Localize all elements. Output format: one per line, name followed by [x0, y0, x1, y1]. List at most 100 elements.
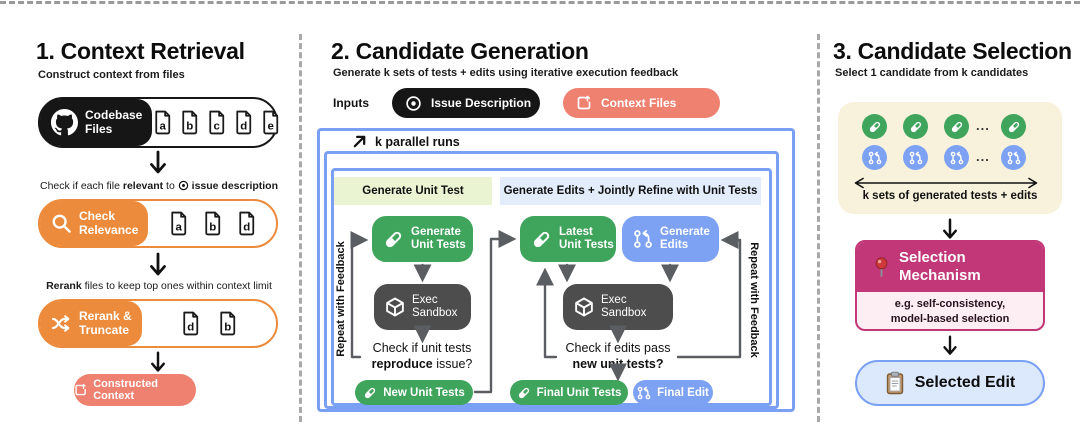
relevance-label-line1: Check	[79, 209, 116, 224]
new-unit-tests-pill: New Unit Tests	[355, 380, 473, 405]
file-letter: d	[187, 321, 194, 333]
test-tube-icon	[533, 231, 550, 247]
context-files-label: Context Files	[601, 96, 677, 110]
panel3-subtitle: Select 1 candidate from k candidates	[835, 67, 1029, 79]
file-letter: e	[268, 120, 274, 132]
file-icon: b	[220, 311, 235, 336]
rerank-label-line1: Rerank &	[79, 309, 132, 324]
file-icon: b	[182, 110, 198, 135]
down-arrow-icon	[151, 351, 165, 372]
reranked-files-list: d b	[142, 301, 276, 346]
panel1-subtitle: Construct context from files	[38, 69, 185, 81]
github-icon	[51, 109, 78, 136]
git-edit-icon	[868, 151, 881, 164]
file-icon: a	[155, 110, 171, 135]
relevant-files-list: a b d	[148, 201, 276, 246]
test-tube-icon	[385, 231, 402, 247]
file-icon: a	[171, 211, 186, 236]
file-icon: d	[236, 110, 252, 135]
git-edit-icon	[634, 230, 652, 248]
selection-example-line2: model-based selection	[890, 313, 1010, 326]
sandbox-cube-icon	[575, 297, 593, 317]
test-tube-icon	[365, 387, 376, 398]
generate-edits-line1: Generate	[660, 225, 710, 238]
top-dashed-border	[0, 1, 1080, 4]
caption-check-relevance: Check if each file relevant to issue des…	[26, 180, 292, 192]
file-letter: b	[224, 321, 231, 333]
k-sets-label: k sets of generated tests + edits	[862, 190, 1038, 202]
test-candidate-icon	[1001, 114, 1026, 139]
edit-candidate-icon	[944, 145, 969, 170]
test-tube-icon	[518, 387, 529, 398]
down-arrow-icon	[943, 335, 957, 355]
panel-divider-1	[299, 34, 302, 422]
exec-sandbox-line1: Exec	[601, 293, 627, 306]
final-edit-pill: Final Edit	[633, 380, 713, 405]
constructed-context-label: Constructed Context	[93, 378, 159, 402]
selection-line1: Selection	[899, 249, 966, 266]
panel3-title: 3. Candidate Selection	[833, 38, 1072, 64]
rerank-truncate-label: Rerank &Truncate	[40, 301, 142, 346]
repeat-feedback-right-label: Repeat with Feedback	[748, 242, 760, 358]
check-bold: reproduce	[371, 357, 433, 372]
generate-edits-line2: Edits	[660, 239, 689, 251]
check-text: Check if edits pass	[565, 341, 671, 355]
file-letter: a	[175, 221, 182, 233]
git-edit-icon	[909, 151, 922, 164]
issue-icon	[178, 180, 188, 191]
check-unit-tests-text: Check if unit tests reproduce issue?	[352, 340, 492, 373]
check-text: issue?	[432, 357, 473, 372]
edit-candidate-icon	[862, 145, 887, 170]
exec-sandbox-line2: Sandbox	[412, 307, 458, 319]
rerank-truncate-bar: Rerank &Truncate d b	[38, 299, 278, 348]
context-icon	[75, 383, 86, 396]
file-icon: e	[263, 110, 279, 135]
final-unit-tests-label: Final Unit Tests	[536, 386, 622, 399]
check-edits-text: Check if edits pass new unit tests?	[548, 340, 688, 373]
issue-icon	[406, 95, 421, 111]
check-text: Check if unit tests	[372, 341, 472, 355]
selection-mechanism-examples: e.g. self-consistency, model-based selec…	[857, 292, 1043, 328]
ellipsis-edits: ...	[976, 149, 990, 164]
rerank-label-line2: Truncate	[79, 322, 130, 337]
final-edit-label: Final Edit	[657, 386, 709, 399]
file-icon: d	[239, 211, 254, 236]
test-candidate-icon	[944, 114, 969, 139]
test-candidate-icon	[862, 114, 887, 139]
codebase-label-line1: Codebase	[85, 108, 143, 123]
codebase-label-line2: Files	[85, 121, 113, 136]
git-edit-icon	[1007, 151, 1020, 164]
search-icon	[52, 214, 71, 233]
pushpin-icon	[875, 256, 888, 277]
inputs-label: Inputs	[333, 96, 369, 110]
issue-description-label: Issue Description	[431, 96, 532, 110]
k-parallel-runs-label: k parallel runs	[352, 134, 460, 149]
context-files-pill: Context Files	[563, 88, 720, 118]
k-parallel-runs-text: k parallel runs	[375, 134, 460, 149]
caption-bold: relevant	[122, 180, 164, 192]
caption-text: Check if each file	[39, 180, 123, 192]
test-tube-icon	[869, 121, 880, 132]
repeat-feedback-left-label: Repeat with Feedback	[335, 241, 347, 357]
git-edit-icon	[637, 386, 651, 399]
selection-line2: Mechanism	[899, 267, 981, 284]
shuffle-icon	[51, 315, 70, 332]
file-letter: a	[160, 120, 167, 132]
caption-rerank: Rerank files to keep top ones within con…	[26, 280, 292, 292]
file-letter: d	[243, 221, 250, 233]
file-icon: b	[205, 211, 220, 236]
test-tube-icon	[910, 121, 921, 132]
new-unit-tests-label: New Unit Tests	[383, 386, 465, 399]
test-candidate-icon	[903, 114, 928, 139]
final-unit-tests-pill: Final Unit Tests	[510, 380, 628, 405]
arrow-up-right-icon	[353, 135, 366, 148]
generate-unit-tests-line2: Unit Tests	[411, 239, 466, 251]
file-letter: b	[187, 120, 194, 132]
panel-divider-2	[817, 34, 820, 422]
down-arrow-icon	[150, 150, 166, 174]
